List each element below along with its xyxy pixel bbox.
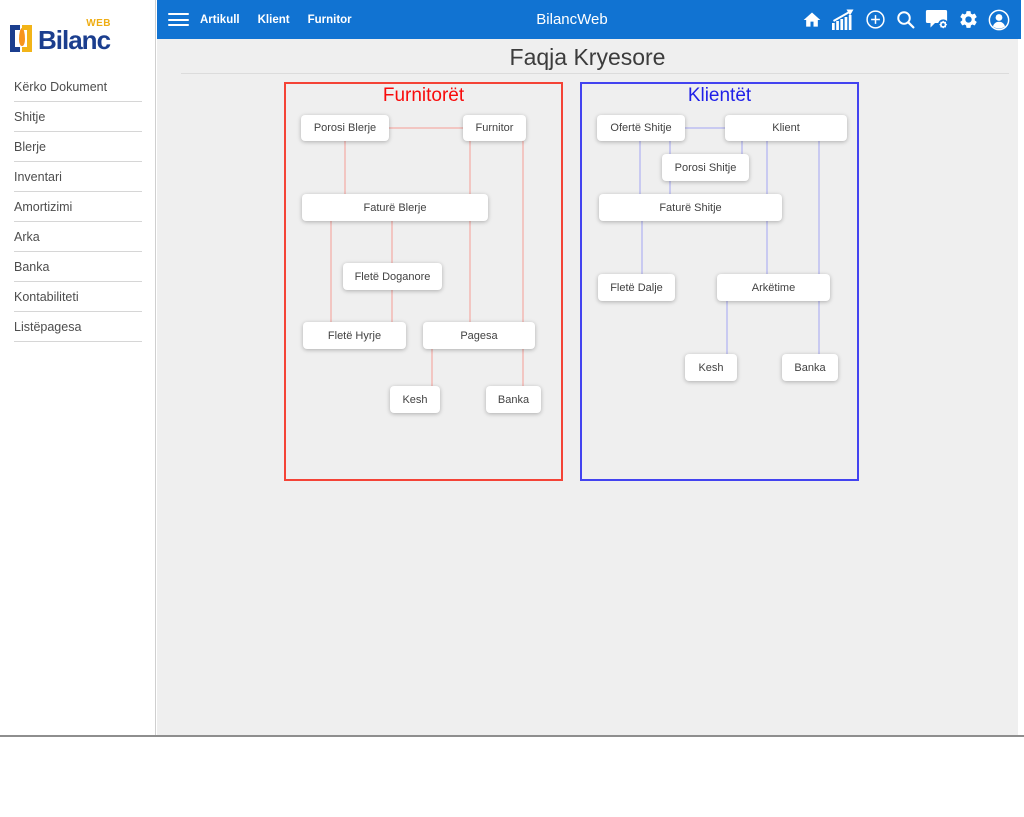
sidebar-item-inventari[interactable]: Inventari xyxy=(14,162,142,192)
diagram-node[interactable]: Fletë Hyrje xyxy=(303,322,406,349)
nav-furnitor[interactable]: Furnitor xyxy=(307,13,352,26)
diagram-node[interactable]: Kesh xyxy=(390,386,440,413)
diagram-node[interactable]: Pagesa xyxy=(423,322,535,349)
sidebar-item-arka[interactable]: Arka xyxy=(14,222,142,252)
diagram-node[interactable]: Fletë Dalje xyxy=(598,274,675,301)
diagram-links xyxy=(639,127,820,354)
diagram-node[interactable]: Porosi Shitje xyxy=(662,154,749,181)
diagram-title: Klientët xyxy=(687,85,752,106)
sidebar-item-amortizimi[interactable]: Amortizimi xyxy=(14,192,142,222)
diagram-title: Furnitorët xyxy=(382,85,465,106)
diagram-node[interactable]: Banka xyxy=(782,354,838,381)
logo-name: Bilanc xyxy=(38,25,111,55)
settings-icon[interactable] xyxy=(958,9,979,30)
app-title: BilancWeb xyxy=(536,11,608,28)
sidebar-item-kontabiliteti[interactable]: Kontabiliteti xyxy=(14,282,142,312)
nav-klient[interactable]: Klient xyxy=(257,13,290,26)
sidebar-item-banka[interactable]: Banka xyxy=(14,252,142,282)
topbar-nav: Artikull Klient Furnitor xyxy=(200,0,352,39)
sidebar-item-blerje[interactable]: Blerje xyxy=(14,132,142,162)
search-icon[interactable] xyxy=(895,9,916,30)
menu-toggle-icon[interactable] xyxy=(168,13,189,26)
diagram-node[interactable]: Faturë Shitje xyxy=(599,194,782,221)
sidebar-menu: Kërko Dokument Shitje Blerje Inventari A… xyxy=(0,72,156,342)
chart-icon[interactable] xyxy=(831,9,856,30)
profile-icon[interactable] xyxy=(988,9,1010,31)
page-title: Faqja Kryesore xyxy=(509,44,666,70)
sidebar: Bilanc WEB Kërko Dokument Shitje Blerje … xyxy=(0,0,156,737)
home-icon[interactable] xyxy=(802,10,822,30)
app-logo[interactable]: Bilanc WEB xyxy=(10,13,112,55)
page-bottom-divider xyxy=(0,735,1024,737)
topbar: Artikull Klient Furnitor BilancWeb xyxy=(157,0,1021,39)
logo-badge: WEB xyxy=(86,18,112,29)
diagram-links xyxy=(330,127,524,386)
heading-divider xyxy=(181,73,1009,74)
diagram-node[interactable]: Arkëtime xyxy=(717,274,830,301)
diagram-node[interactable]: Kesh xyxy=(685,354,737,381)
diagram-node[interactable]: Faturë Blerje xyxy=(302,194,488,221)
sidebar-item-listepagesa[interactable]: Listëpagesa xyxy=(14,312,142,342)
diagram-node[interactable]: Fletë Doganore xyxy=(343,263,442,290)
logo-icon xyxy=(10,25,35,52)
add-icon[interactable] xyxy=(865,9,886,30)
diagram-node[interactable]: Banka xyxy=(486,386,541,413)
diagram-node[interactable]: Klient xyxy=(725,115,847,141)
sidebar-item-kerko-dokument[interactable]: Kërko Dokument xyxy=(14,72,142,102)
diagram-node[interactable]: Furnitor xyxy=(463,115,526,141)
diagram-node[interactable]: Porosi Blerje xyxy=(301,115,389,141)
nav-artikull[interactable]: Artikull xyxy=(200,13,240,26)
sidebar-item-shitje[interactable]: Shitje xyxy=(14,102,142,132)
messages-icon[interactable] xyxy=(925,9,949,30)
diagram-node[interactable]: Ofertë Shitje xyxy=(597,115,685,141)
topbar-icons xyxy=(802,0,1010,39)
